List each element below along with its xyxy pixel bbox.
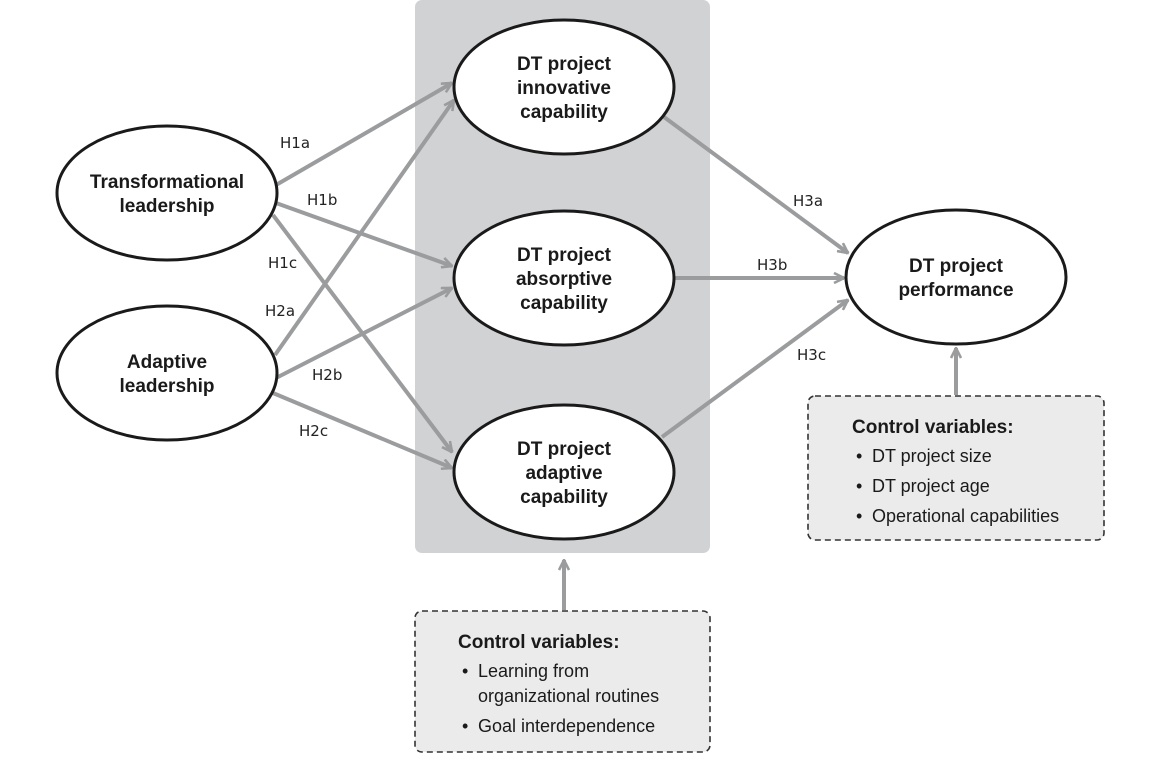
edge-arrow-h3c xyxy=(660,300,848,439)
node-label-line: DT project xyxy=(517,439,612,460)
edge-label-h2b: H2b xyxy=(312,366,342,384)
edge-arrow-h2c xyxy=(272,391,452,468)
node-innovative: DT project innovative capability xyxy=(452,18,676,156)
edge-arrow-h2b xyxy=(275,286,452,380)
node-ellipse xyxy=(844,208,1068,346)
control-item: Learning from xyxy=(478,661,589,681)
node-label-line: Adaptive xyxy=(127,352,207,373)
node-performance: DT project performance xyxy=(844,208,1068,346)
node-ellipse xyxy=(452,18,676,156)
node-adaptive-leadership: Adaptive leadership xyxy=(55,304,279,442)
node-label-line: capability xyxy=(520,293,608,314)
control-item: Operational capabilities xyxy=(872,506,1059,526)
control-item: DT project age xyxy=(872,476,990,496)
node-ellipse xyxy=(452,403,676,541)
control-item: organizational routines xyxy=(478,686,659,706)
bullet: • xyxy=(856,476,862,496)
node-label-line: leadership xyxy=(119,196,214,217)
node-label-line: adaptive xyxy=(525,463,602,484)
node-label-line: innovative xyxy=(517,78,611,99)
node-ellipse xyxy=(452,209,676,347)
node-ellipse xyxy=(55,304,279,442)
control-title: Control variables: xyxy=(852,417,1014,438)
edge-label-h2a: H2a xyxy=(265,302,295,320)
node-label-line: Transformational xyxy=(90,172,244,193)
edge-arrow-h2a xyxy=(273,100,454,357)
node-adaptive-capability: DT project adaptive capability xyxy=(452,403,676,541)
edge-label-h3c: H3c xyxy=(797,346,826,364)
bullet: • xyxy=(462,661,468,681)
control-title: Control variables: xyxy=(458,632,620,653)
bullet: • xyxy=(856,446,862,466)
node-label-line: capability xyxy=(520,102,608,123)
edge-arrow-h3a xyxy=(662,115,848,253)
edge-label-h3a: H3a xyxy=(793,192,823,210)
node-label-line: performance xyxy=(898,280,1013,301)
node-label-line: leadership xyxy=(119,376,214,397)
edge-label-h1b: H1b xyxy=(307,191,337,209)
edge-label-h3b: H3b xyxy=(757,256,787,274)
edges xyxy=(271,81,848,468)
node-label-line: DT project xyxy=(909,256,1004,277)
node-ellipse xyxy=(55,124,279,262)
bullet: • xyxy=(462,716,468,736)
node-label-line: capability xyxy=(520,487,608,508)
control-item: DT project size xyxy=(872,446,992,466)
edge-arrow-h1a xyxy=(274,81,452,187)
edge-label-h2c: H2c xyxy=(299,422,328,440)
node-label-line: DT project xyxy=(517,245,612,266)
edge-arrow-h1b xyxy=(275,201,452,266)
control-box-performance: Control variables: • DT project size • D… xyxy=(807,395,1105,541)
node-label-line: DT project xyxy=(517,54,612,75)
control-item: Goal interdependence xyxy=(478,716,655,736)
edge-label-h1a: H1a xyxy=(280,134,310,152)
control-box-capabilities: Control variables: • Learning from organ… xyxy=(414,610,711,753)
bullet: • xyxy=(856,506,862,526)
node-label-line: absorptive xyxy=(516,269,612,290)
node-absorptive: DT project absorptive capability xyxy=(452,209,676,347)
node-transformational: Transformational leadership xyxy=(55,124,279,262)
edge-label-h1c: H1c xyxy=(268,254,297,272)
